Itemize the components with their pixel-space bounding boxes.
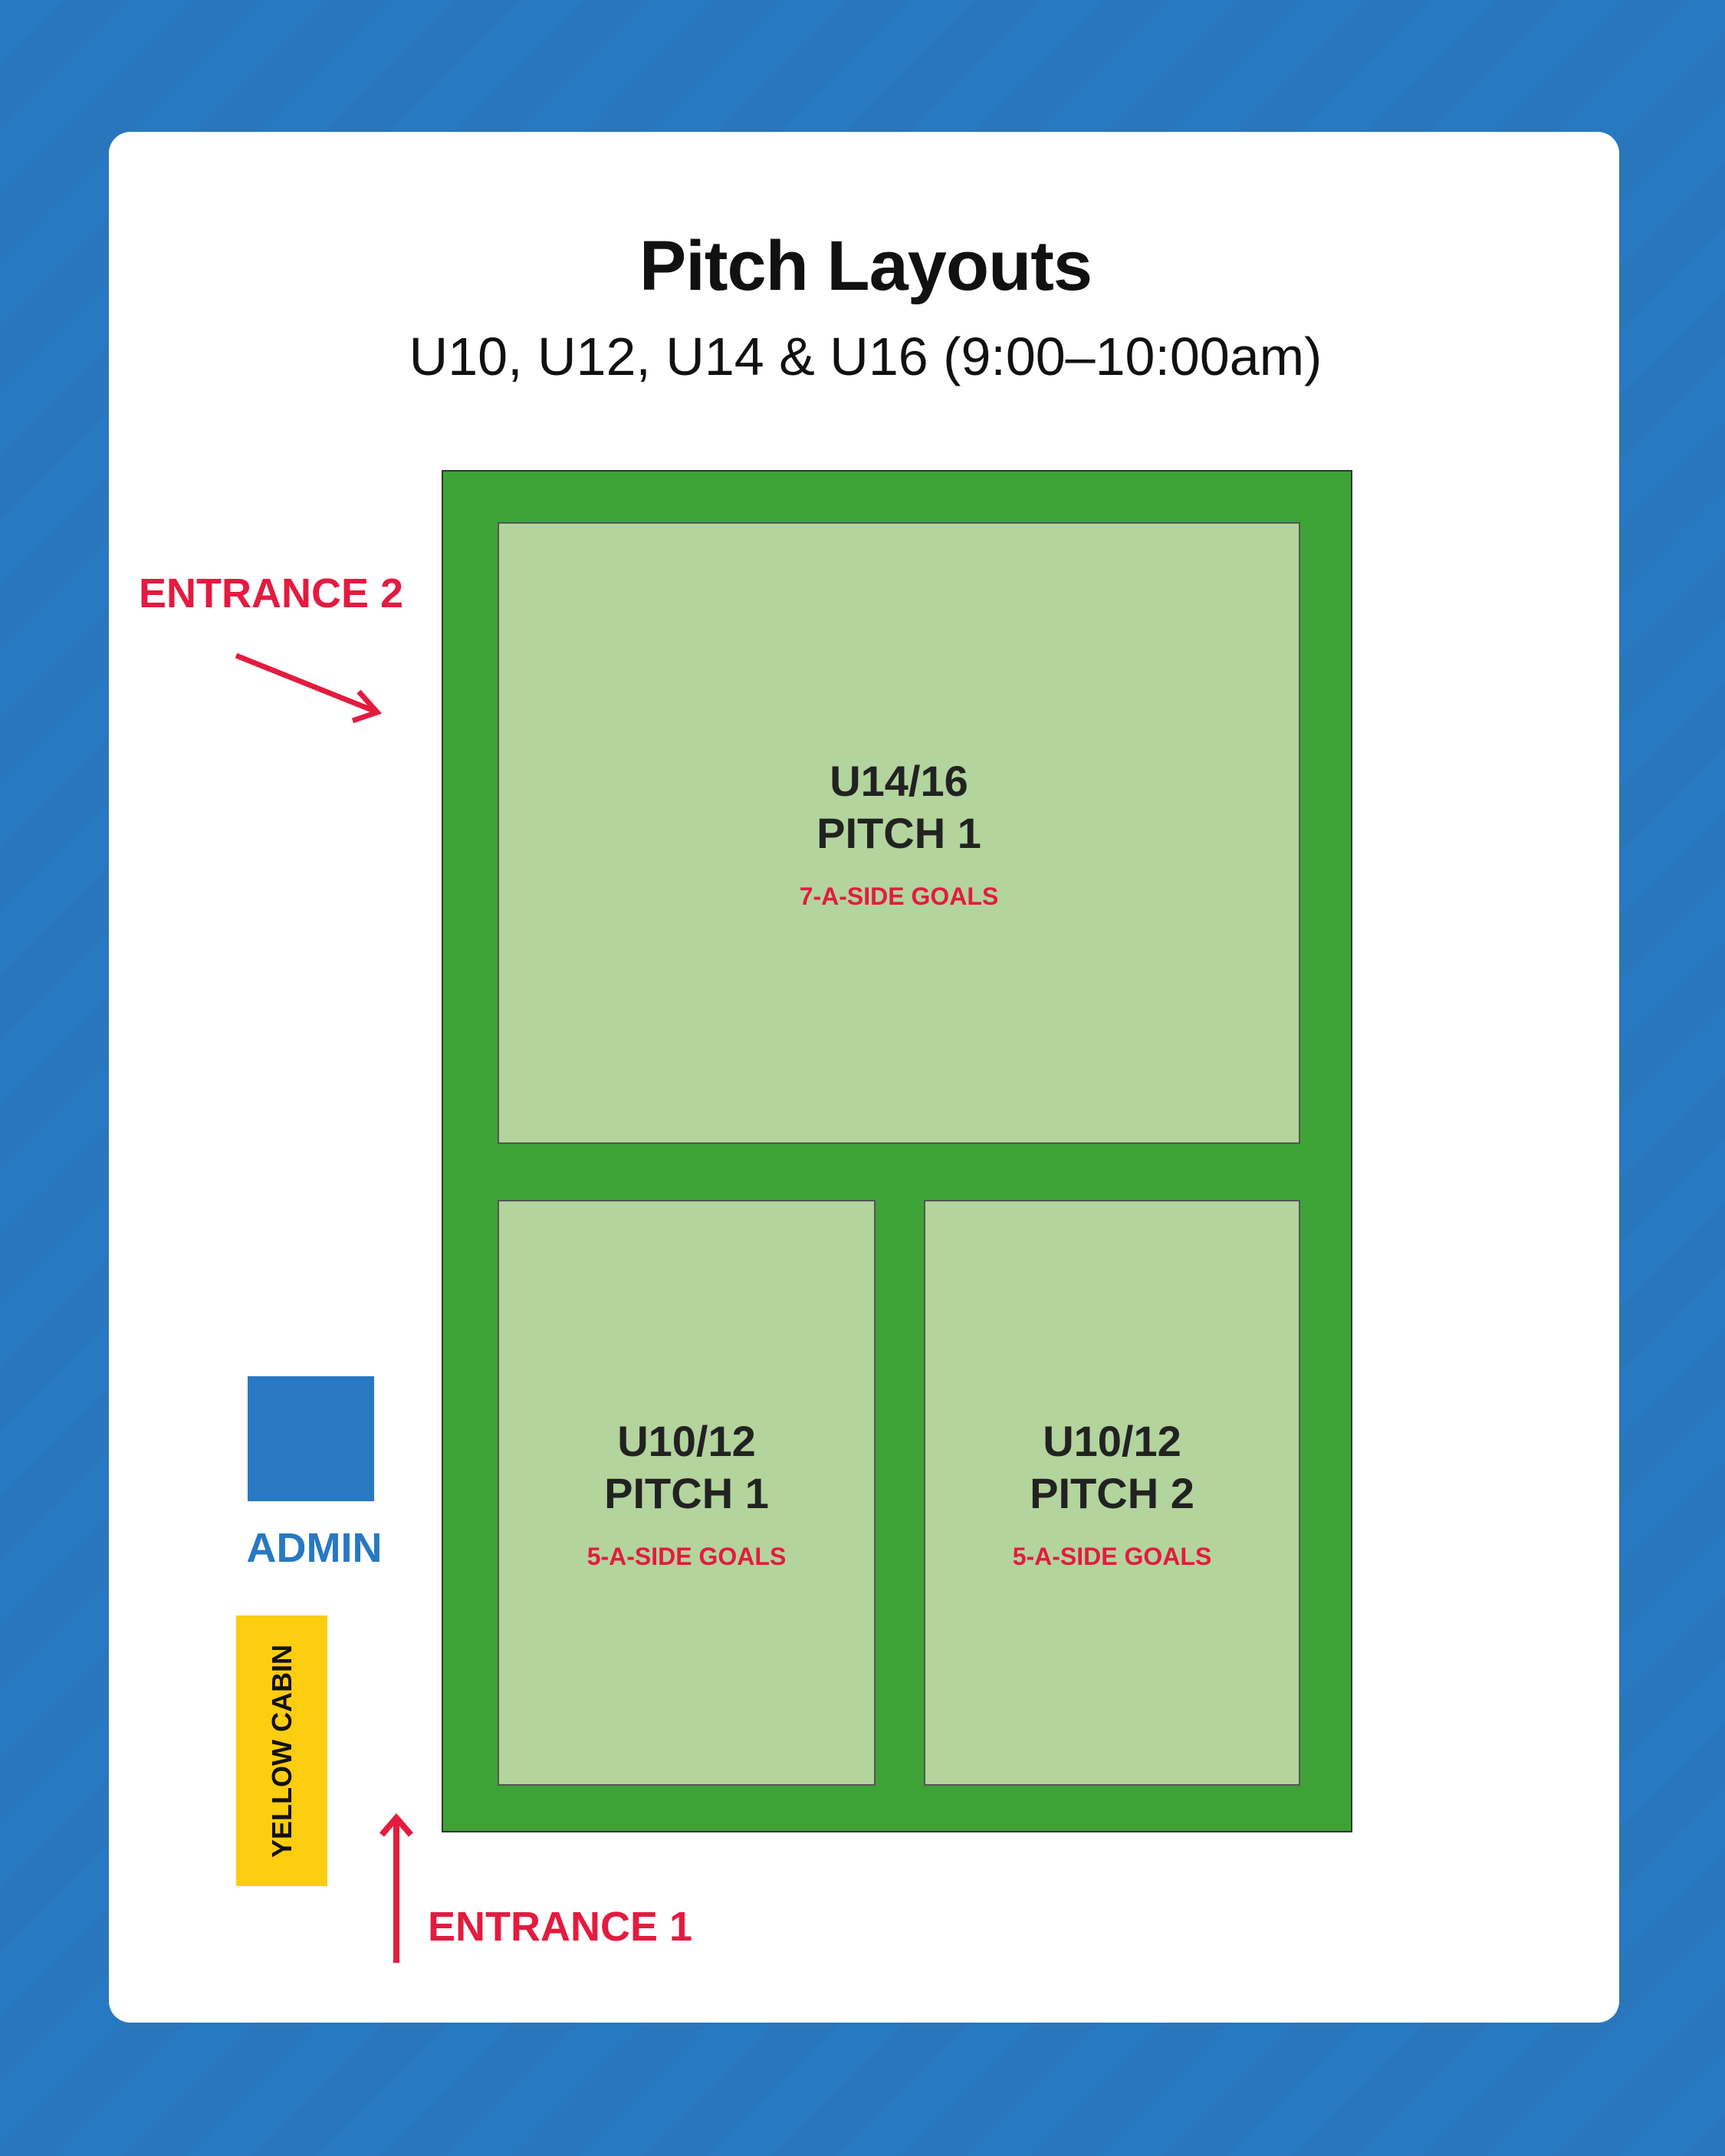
yellow-cabin: YELLOW CABIN — [236, 1615, 327, 1886]
yellow-cabin-label: YELLOW CABIN — [265, 1644, 297, 1858]
pitch-age: U10/12 — [1043, 1416, 1181, 1465]
pitch-name: PITCH 2 — [1030, 1468, 1194, 1517]
entrance-2-arrow-icon — [235, 652, 383, 724]
entrance-1-label: ENTRANCE 1 — [428, 1904, 693, 1950]
pitch-u10-12-2: U10/12 PITCH 2 5-A-SIDE GOALS — [924, 1200, 1300, 1786]
entrance-2-label: ENTRANCE 2 — [139, 570, 404, 616]
pitch-u10-12-1: U10/12 PITCH 1 5-A-SIDE GOALS — [498, 1200, 876, 1786]
pitch-u14-16-1: U14/16 PITCH 1 7-A-SIDE GOALS — [498, 522, 1300, 1144]
pitch-age: U14/16 — [830, 757, 968, 805]
pitch-goals: 5-A-SIDE GOALS — [1012, 1542, 1212, 1570]
pitch-name: PITCH 1 — [604, 1468, 769, 1517]
pitch-age: U10/12 — [617, 1416, 756, 1465]
page-title: Pitch Layouts — [639, 227, 1092, 305]
pitch-goals: 5-A-SIDE GOALS — [586, 1542, 787, 1570]
admin-building — [248, 1376, 374, 1501]
admin-label: ADMIN — [246, 1525, 383, 1571]
entrance-1-arrow-icon — [379, 1813, 414, 1963]
page-subtitle: U10, U12, U14 & U16 (9:00–10:00am) — [409, 327, 1322, 386]
pitch-goals: 7-A-SIDE GOALS — [799, 882, 999, 910]
pitch-name: PITCH 1 — [816, 809, 981, 857]
